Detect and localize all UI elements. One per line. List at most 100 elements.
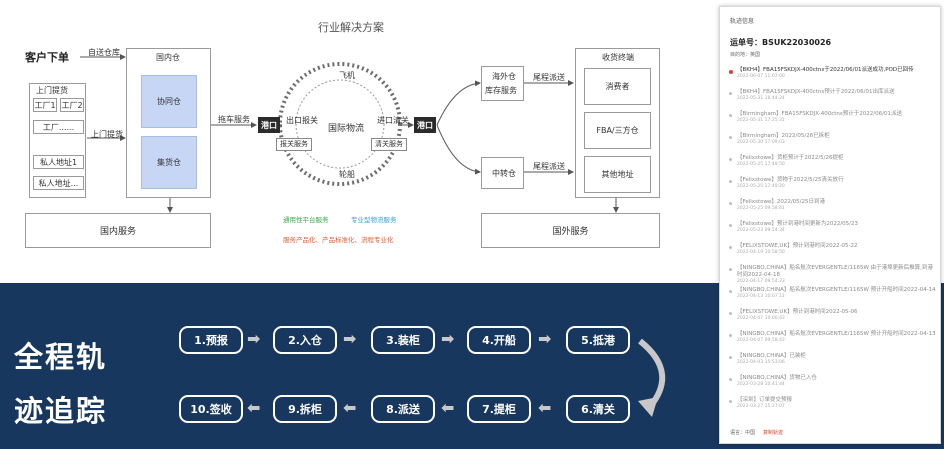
port-left: 港口 <box>258 117 280 133</box>
step-unpacking: 9.拆柜 <box>273 395 337 423</box>
tracking-event-text: 【BKH4】FBA15FSKDJX-400ctns于2022/06/01派送成功… <box>737 67 914 73</box>
tracking-event-time: 2022-04-07 09:58:43 <box>737 338 785 343</box>
tracking-event: 【Birmingham】FBA15FSKDJX-400ctns预计于2022/0… <box>728 111 936 131</box>
tracking-event-time: 2022-04-03 15:53:06 <box>737 360 785 365</box>
tracking-info-panel: 轨迹信息 运单号：BSUK22030026 目的地：英国 【BKH4】FBA15… <box>719 6 941 444</box>
tracking-event-text: 【NINGBO,CHINA】船名航次EVERGENTLE/1165W 预计开船时… <box>737 287 936 293</box>
tracking-event-text: 【Birmingham】FBA15FSKDJX-400ctns预计于2022/0… <box>737 111 902 117</box>
copy-tracking-link[interactable]: 复制轨迹 <box>763 430 784 436</box>
step-pickup-container: 7.提柜 <box>467 395 531 423</box>
intl-logistics-label: 国际物流 <box>328 124 365 134</box>
destination: 目的地：英国 <box>730 52 761 58</box>
foreign-service-box: 国外服务 <box>481 213 660 248</box>
tracking-event-text: 【深圳】订单提交预报 <box>737 397 793 403</box>
step-forecast: 1.预报 <box>179 326 243 354</box>
customer-order-label: 客户下单 <box>25 51 69 64</box>
arrow-left-icon: ⬅ <box>538 398 552 417</box>
declaration-service-tag: 报关服务 <box>276 138 312 151</box>
domestic-service-box: 国内服务 <box>25 213 211 248</box>
step-warehousing: 2.入仓 <box>273 326 337 354</box>
step-arrival: 5.抵港 <box>566 326 630 354</box>
tracking-event-time: 2022-06-07 11:07:00 <box>737 74 785 79</box>
transit-warehouse-title: 中转仓 <box>492 169 516 178</box>
private-address-1: 私人地址1 <box>33 155 84 169</box>
transit-warehouse <box>481 157 524 189</box>
arrow-left-icon: ⬅ <box>247 398 261 417</box>
waybill-number: 运单号：BSUK22030026 <box>730 38 832 47</box>
tracking-event-text: 【Felixstowe】2022/05/25日到港 <box>737 199 826 205</box>
tracking-event-text: 【BKH4】FBA15FSKDJX-400ctns预计于2022/06/01出库… <box>737 89 895 95</box>
arrow-right-icon: ➡ <box>538 329 552 348</box>
receiver-terminals-title: 收货终端 <box>602 53 634 62</box>
tracking-event-text: 【Felixstowe】货物于2022/5/25清关放行 <box>737 177 844 183</box>
last-mile-label-1: 尾程派送 <box>533 73 565 82</box>
overseas-warehouse <box>481 66 524 101</box>
other-address-box: 其他地址 <box>584 156 651 193</box>
banner-title-line2: 迹追踪 <box>14 394 108 428</box>
last-mile-label-2: 尾程派送 <box>533 162 565 171</box>
tracking-event-time: 2022-05-31 17:25:31 <box>737 118 785 123</box>
tracking-event-text: 【NINGBO,CHINA】船名航次EVERGENTLE/1165W 预计开船时… <box>737 331 936 337</box>
language-label: 语言：中国 <box>730 430 756 436</box>
tracking-event-text: 【FELIXSTOWE,UK】预计到港时间2022-05-22 <box>737 243 858 249</box>
panel-title: 轨迹信息 <box>730 18 755 25</box>
fba-box: FBA/三方仓 <box>584 112 651 149</box>
domestic-warehouse-title: 国内仓 <box>156 53 180 62</box>
consolidation-warehouse: 集货仓 <box>141 136 197 189</box>
tracking-event-time: 2022-04-19 10:58:50 <box>737 250 785 255</box>
tracking-event-time: 2022-04-17 09:54:23 <box>737 279 785 284</box>
tracking-event-time: 2022-05-23 09:54:34 <box>737 228 785 233</box>
tracking-event-text: 【FELIXSTOWE,UK】预计到港时间2022-05-06 <box>737 309 858 315</box>
tracking-event-text: 【NINGBO,CHINA】已装柜 <box>737 353 806 359</box>
export-declaration-label: 出口报关 <box>286 116 318 125</box>
tracking-event-time: 2022-05-25 17:49:20 <box>737 184 785 189</box>
door-pickup-arrow-label: 上门提货 <box>91 130 123 139</box>
arrow-right-icon: ➡ <box>247 329 261 348</box>
truck-service-label: 拖车服务 <box>218 115 250 124</box>
tracking-event-time: 2022-05-31 18:44:24 <box>737 96 785 101</box>
tracking-timeline: 【BKH4】FBA15FSKDJX-400ctns于2022/06/01派送成功… <box>728 67 936 419</box>
factory-3: 工厂...... <box>33 120 84 134</box>
tracking-event: 【NINGBO,CHINA】船名航次EVERGENTLE/1165W 预计开船时… <box>728 287 936 307</box>
tracking-event: 【NINGBO,CHINA】船名航次EVERGENTLE/1165W 由于港埠更… <box>728 265 936 285</box>
tracking-event: 【BKH4】FBA15FSKDJX-400ctns于2022/06/01派送成功… <box>728 67 936 87</box>
tracking-event-text: 【Felixstowe】预计到港时间更新为2022/05/23 <box>737 221 859 227</box>
panel-footer: 语言：中国 复制轨迹 <box>730 429 783 436</box>
step-delivery: 8.派送 <box>371 395 435 423</box>
tracking-event-text: 【NINGBO,CHINA】货物已入仓 <box>737 375 817 381</box>
legend-standardization: 服务产品化、产品标准化、流程专业化 <box>283 236 394 244</box>
legend-platform: 通用性平台服务 <box>283 216 329 224</box>
consumer-box: 消费者 <box>584 68 651 105</box>
factory-2: 工厂2 <box>60 98 84 112</box>
tracking-event-time: 2022-05-25 17:49:50 <box>737 162 785 167</box>
tracking-event-time: 2022-03-27 15:27:07 <box>737 404 785 409</box>
step-loading: 3.装柜 <box>371 326 435 354</box>
diagram-title: 行业解决方案 <box>318 21 384 34</box>
arrow-left-icon: ⬅ <box>343 398 357 417</box>
overseas-warehouse-title: 海外仓 <box>492 72 516 81</box>
clearance-service-tag: 清关服务 <box>371 138 407 151</box>
arrow-right-icon: ➡ <box>343 329 357 348</box>
tracking-event-text: 【Felixstowe】货柜预计于2022/5/26提柜 <box>737 155 844 161</box>
private-address-2: 私人地址... <box>33 176 84 190</box>
diagram-connectors <box>80 54 619 213</box>
tracking-event-text: 【Birmingham】2022/05/26已拆柜 <box>737 133 830 139</box>
door-pickup-title: 上门提货 <box>36 86 68 95</box>
tracking-event-time: 2022-05-30 17:09:03 <box>737 140 785 145</box>
self-delivery-label: 自送仓库 <box>88 48 120 57</box>
tracking-event-time: 2022-05-25 09:58:41 <box>737 206 785 211</box>
tracking-event: 【NINGBO,CHINA】船名航次EVERGENTLE/1165W 预计开船时… <box>728 331 936 351</box>
ship-label: 轮船 <box>339 170 355 179</box>
arrow-right-icon: ➡ <box>441 329 455 348</box>
step-signed: 10.签收 <box>179 395 243 423</box>
port-right: 港口 <box>414 117 436 133</box>
